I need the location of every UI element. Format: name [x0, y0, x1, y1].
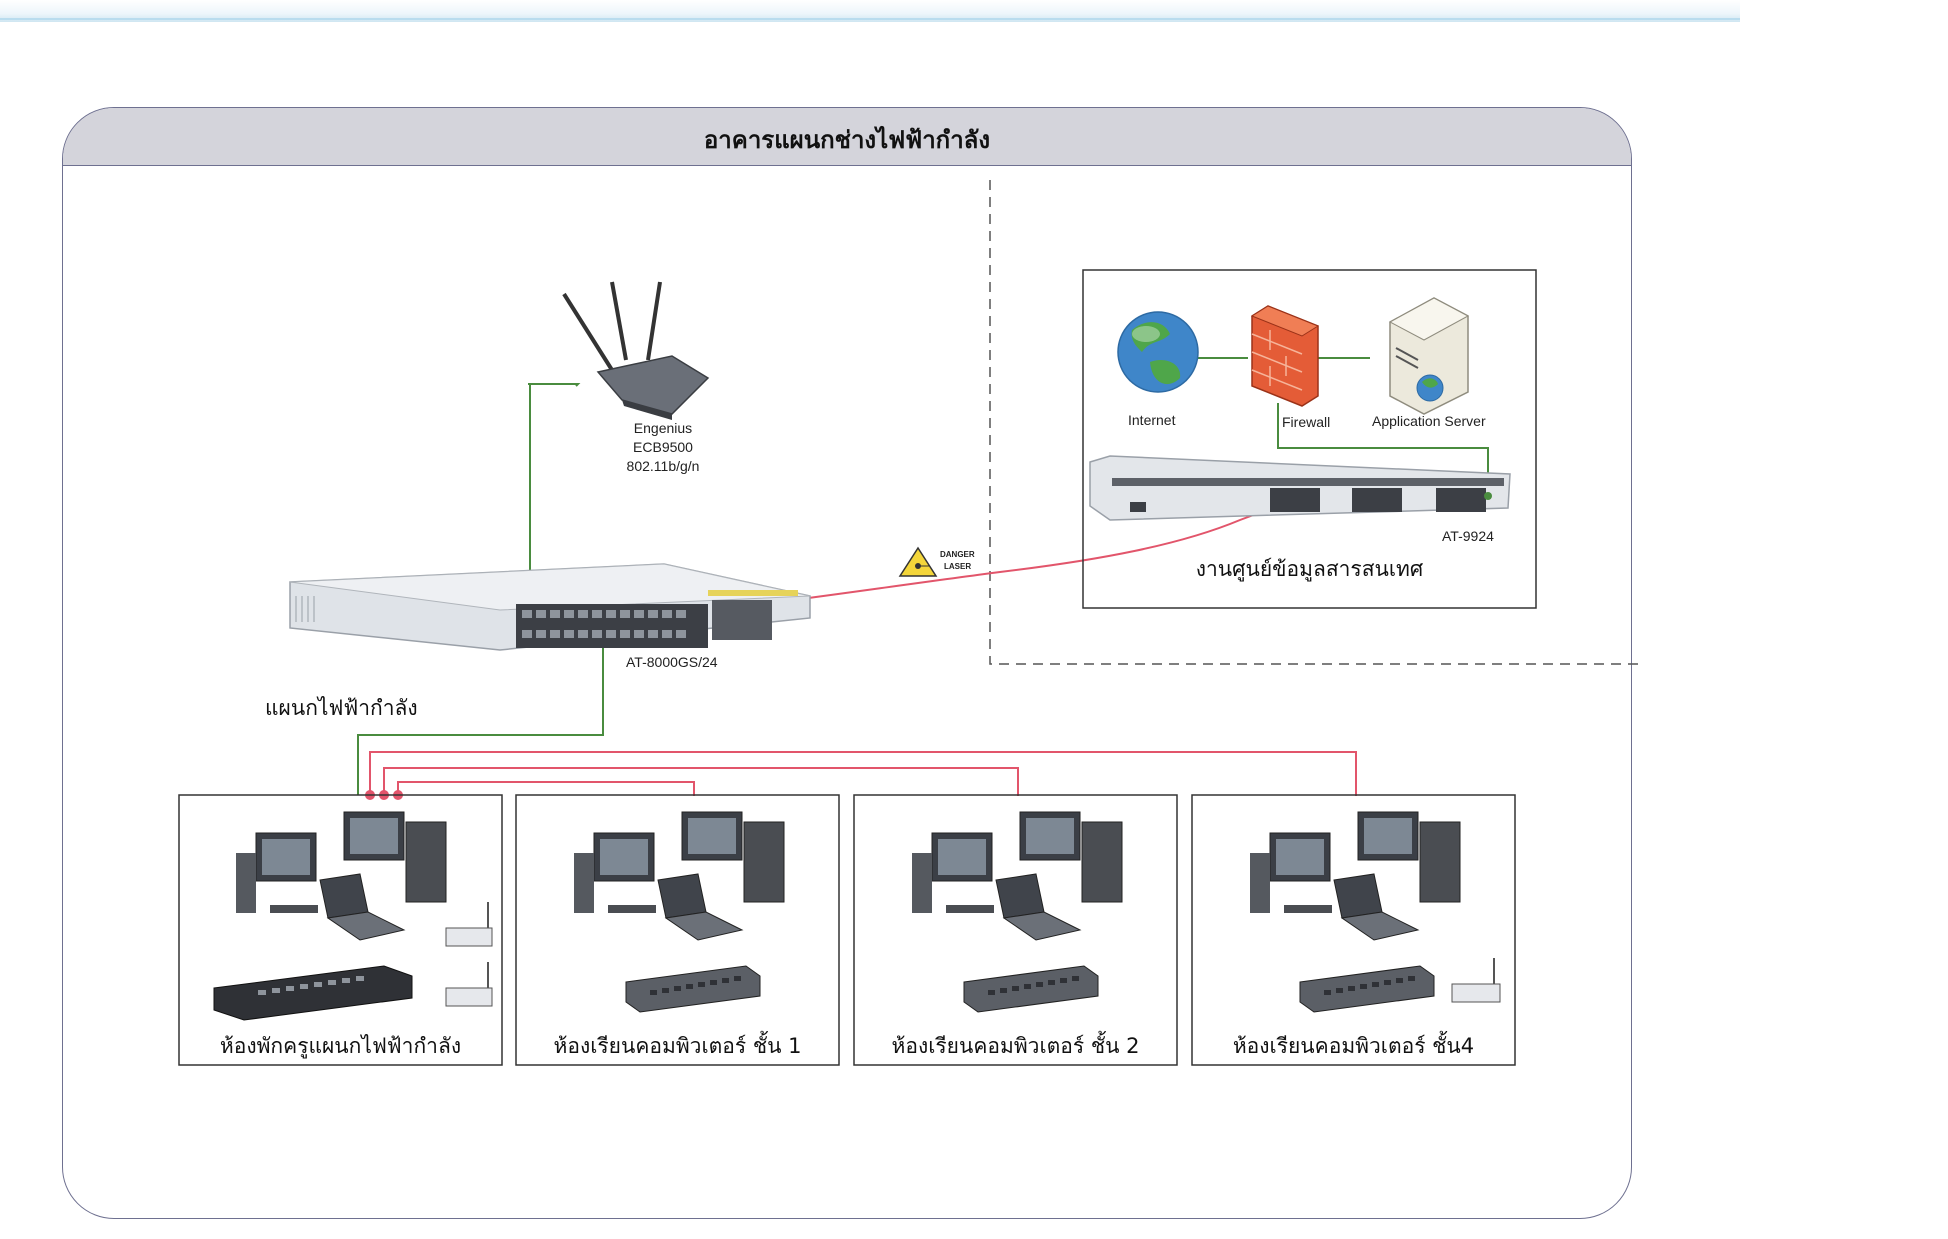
laptop-icon	[995, 873, 1082, 941]
core-switch-icon	[289, 563, 811, 651]
fiber-room4	[369, 751, 1357, 796]
desktop-computer-icon	[912, 832, 994, 913]
page-top-rule	[0, 18, 1740, 20]
application-server-icon	[1388, 297, 1470, 415]
datacenter-box	[1082, 269, 1537, 609]
room-label-1: ห้องพักครูแผนกไฟฟ้ากำลัง	[219, 1034, 462, 1058]
ap-name-label: Engenius	[633, 420, 693, 436]
room2-devices	[574, 811, 785, 1013]
room1-devices	[213, 811, 493, 1021]
firewall-label: Firewall	[1282, 414, 1331, 430]
wireless-router-icon	[445, 962, 493, 1007]
desktop-computer-icon	[1019, 811, 1123, 903]
internet-label: Internet	[1128, 412, 1176, 428]
wireless-router-icon	[445, 902, 493, 947]
datacenter-switch-icon	[1089, 455, 1511, 521]
ap-link-top	[528, 383, 581, 387]
room-label-4: ห้องเรียนคอมพิวเตอร์ ชั้น4	[1232, 1034, 1475, 1058]
laser-warning-text-1: DANGER	[940, 550, 975, 559]
laser-warning-icon	[898, 546, 938, 577]
datacenter-title: งานศูนย์ข้อมูลสารสนเทศ	[1195, 557, 1424, 581]
desktop-computer-icon	[1250, 832, 1332, 913]
internet-globe-icon	[1117, 311, 1199, 393]
ap-model-label: ECB9500	[633, 439, 693, 455]
room-label-2: ห้องเรียนคอมพิวเตอร์ ชั้น 1	[553, 1034, 802, 1058]
desktop-computer-icon	[1357, 811, 1461, 903]
frame-header: อาคารแผนกช่างไฟฟ้ากำลัง	[63, 108, 1631, 166]
switch-to-rooms-trunk	[357, 632, 604, 795]
core-switch-label: AT-8000GS/24	[626, 654, 718, 670]
fiber-room2	[397, 781, 695, 796]
datacenter-switch-label: AT-9924	[1442, 528, 1494, 544]
desktop-computer-icon	[681, 811, 785, 903]
wireless-router-icon	[1451, 958, 1501, 1003]
access-point-icon	[562, 281, 710, 420]
fiber-room3	[383, 767, 1019, 796]
network-switch-icon	[213, 965, 413, 1021]
network-switch-icon	[1299, 965, 1435, 1013]
room3-devices	[912, 811, 1123, 1013]
department-label: แผนกไฟฟ้ากำลัง	[265, 696, 418, 720]
room-label-3: ห้องเรียนคอมพิวเตอร์ ชั้น 2	[891, 1034, 1140, 1058]
datacenter-zone-boundary	[989, 180, 1640, 665]
laptop-icon	[1333, 873, 1420, 941]
firewall-icon	[1250, 305, 1320, 407]
copper-links	[357, 357, 1489, 795]
room4-devices	[1250, 811, 1501, 1013]
desktop-computer-icon	[343, 811, 447, 903]
laser-warning-text-2: LASER	[944, 562, 972, 571]
room-boxes	[178, 794, 1516, 1066]
laptop-icon	[319, 873, 406, 941]
desktop-computer-icon	[574, 832, 656, 913]
page-top-band	[0, 0, 1740, 22]
network-switch-icon	[625, 965, 761, 1013]
desktop-computer-icon	[236, 832, 318, 913]
ap-standard-label: 802.11b/g/n	[626, 458, 700, 474]
network-switch-icon	[963, 965, 1099, 1013]
building-frame: อาคารแผนกช่างไฟฟ้ากำลัง	[62, 107, 1632, 1219]
datacenter-switch-uplink-port	[1484, 492, 1492, 500]
building-title: อาคารแผนกช่างไฟฟ้ากำลัง	[703, 126, 991, 154]
firewall-switch-link	[1277, 403, 1489, 496]
app-server-label: Application Server	[1372, 413, 1486, 429]
laptop-icon	[657, 873, 744, 941]
